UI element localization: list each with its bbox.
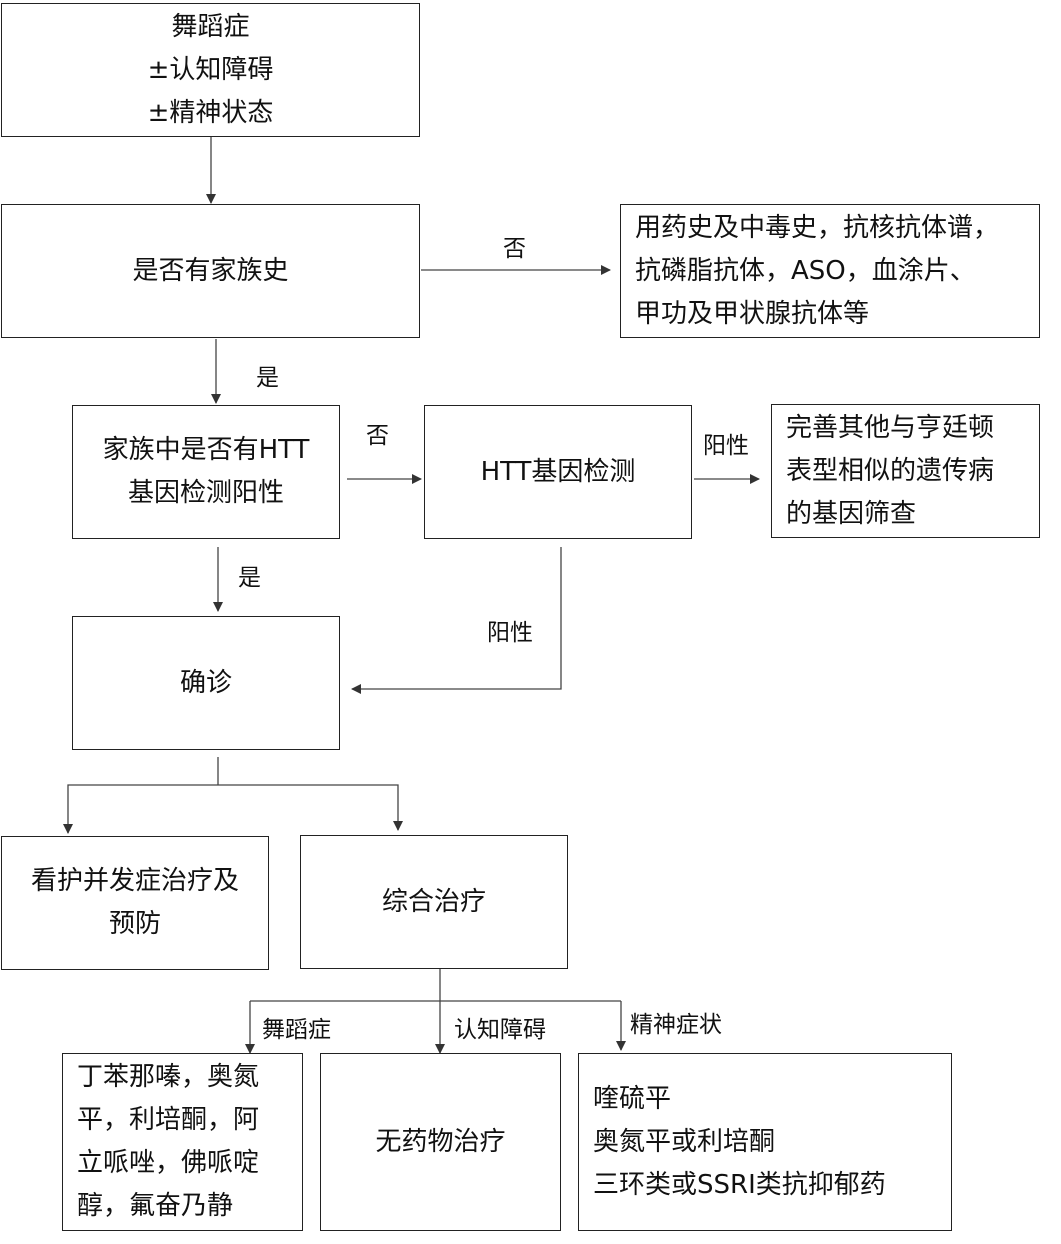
node-htt-test: HTT基因检测 bbox=[424, 405, 692, 539]
node-drugs-chorea-line: 平，利培酮，阿 bbox=[77, 1105, 260, 1135]
node-no-drug-line: 无药物治疗 bbox=[375, 1126, 506, 1157]
edge-label-no: 否 bbox=[503, 236, 526, 262]
node-diagnosis: 确诊 bbox=[72, 616, 340, 750]
node-screening-line: 抗磷脂抗体，ASO，血涂片、 bbox=[635, 255, 976, 286]
node-diagnosis-line: 确诊 bbox=[179, 667, 232, 698]
arrow-diagnosis-to-care bbox=[63, 784, 218, 834]
node-drugs-chorea: 丁苯那嗪，奥氮 平，利培酮，阿 立哌唑，佛哌啶 醇，氟奋乃静 bbox=[62, 1053, 303, 1231]
node-family-history: 是否有家族史 bbox=[1, 204, 420, 338]
node-drugs-chorea-line: 立哌唑，佛哌啶 bbox=[77, 1148, 260, 1178]
node-other-genes-line: 的基因筛查 bbox=[786, 498, 917, 529]
edge-label-chorea: 舞蹈症 bbox=[262, 1017, 331, 1043]
node-no-drug: 无药物治疗 bbox=[320, 1053, 561, 1231]
arrow-diagnosis-to-comprehensive bbox=[218, 784, 403, 831]
edge-label-cognitive: 认知障碍 bbox=[454, 1017, 546, 1043]
edge-label-psychiatric: 精神症状 bbox=[630, 1012, 722, 1038]
node-htt-test-line: HTT基因检测 bbox=[480, 456, 636, 487]
node-care: 看护并发症治疗及 预防 bbox=[1, 836, 269, 970]
node-care-line: 预防 bbox=[108, 909, 161, 939]
node-family-htt: 家族中是否有HTT 基因检测阳性 bbox=[72, 405, 340, 539]
node-family-htt-line: 基因检测阳性 bbox=[127, 478, 284, 508]
node-other-genes-line: 完善其他与亨廷顿 bbox=[786, 412, 995, 443]
node-start: 舞蹈症 ±认知障碍 ±精神状态 bbox=[1, 3, 420, 137]
node-family-history-line: 是否有家族史 bbox=[132, 255, 289, 286]
node-care-line: 看护并发症治疗及 bbox=[30, 866, 239, 896]
node-family-htt-line: 家族中是否有HTT bbox=[102, 435, 310, 465]
node-drugs-chorea-line: 丁苯那嗪，奥氮 bbox=[77, 1062, 260, 1092]
node-comprehensive-line: 综合治疗 bbox=[381, 886, 486, 917]
node-drugs-psych-line: 奥氮平或利培酮 bbox=[593, 1126, 776, 1157]
node-drugs-psych-line: 三环类或SSRI类抗抑郁药 bbox=[593, 1169, 886, 1200]
node-comprehensive: 综合治疗 bbox=[300, 835, 568, 969]
node-other-genes: 完善其他与亨廷顿 表型相似的遗传病 的基因筛查 bbox=[771, 404, 1040, 538]
arrow-htt-test-to-diagnosis bbox=[351, 547, 562, 694]
node-drugs-psych: 喹硫平 奥氮平或利培酮 三环类或SSRI类抗抑郁药 bbox=[578, 1053, 952, 1231]
edge-label-yes: 是 bbox=[256, 365, 279, 391]
node-other-genes-line: 表型相似的遗传病 bbox=[786, 455, 995, 486]
node-screening-line: 用药史及中毒史，抗核抗体谱， bbox=[635, 212, 1000, 243]
node-start-line: ±精神状态 bbox=[147, 97, 274, 128]
node-drugs-psych-line: 喹硫平 bbox=[593, 1083, 672, 1114]
node-screening-line: 甲功及甲状腺抗体等 bbox=[635, 298, 870, 329]
node-screening: 用药史及中毒史，抗核抗体谱， 抗磷脂抗体，ASO，血涂片、 甲功及甲状腺抗体等 bbox=[620, 204, 1040, 338]
node-start-line: 舞蹈症 bbox=[171, 11, 250, 42]
node-drugs-chorea-line: 醇，氟奋乃静 bbox=[77, 1191, 234, 1221]
edge-label-yes: 是 bbox=[238, 565, 261, 591]
edge-label-no: 否 bbox=[366, 423, 389, 449]
edge-label-positive: 阳性 bbox=[487, 620, 533, 646]
node-start-line: ±认知障碍 bbox=[147, 54, 274, 85]
edge-label-positive: 阳性 bbox=[703, 433, 749, 459]
